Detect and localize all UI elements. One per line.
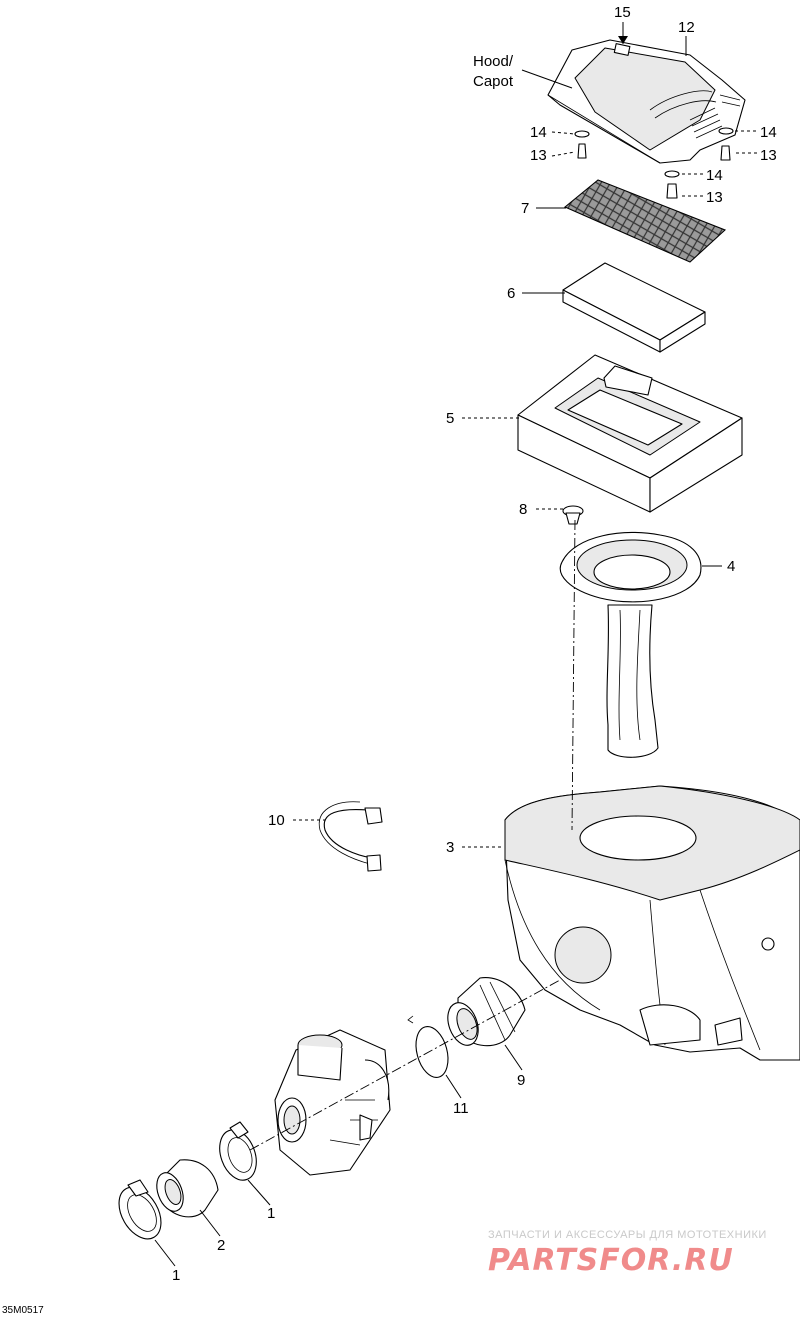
arrow-15 xyxy=(618,36,628,44)
callout-13-left: 13 xyxy=(530,147,547,164)
screw-13-right xyxy=(718,127,734,161)
clamp-ring-part-11 xyxy=(407,1015,449,1078)
callout-hood: Hood/ xyxy=(473,53,514,70)
carb-axis xyxy=(249,979,561,1151)
callout-14-left: 14 xyxy=(530,124,547,141)
callout-1-upper: 1 xyxy=(267,1205,275,1222)
callout-4: 4 xyxy=(727,558,735,575)
leader-lines xyxy=(154,22,757,1267)
watermark-tagline: ЗАПЧАСТИ И АКСЕССУАРЫ ДЛЯ МОТОТЕХНИКИ xyxy=(488,1229,767,1241)
callout-capot: Capot xyxy=(473,73,514,90)
assembly-axis xyxy=(571,519,576,831)
rubber-adapter-part-9 xyxy=(447,977,526,1047)
callout-6: 6 xyxy=(507,285,515,302)
callout-7: 7 xyxy=(521,200,529,217)
filter-screen-part-7 xyxy=(563,179,727,263)
callout-14-right: 14 xyxy=(760,124,777,141)
callout-2: 2 xyxy=(217,1237,225,1254)
callout-9: 9 xyxy=(517,1072,525,1089)
callout-13-right: 13 xyxy=(760,147,777,164)
silencer-part-5 xyxy=(517,354,743,513)
callout-3: 3 xyxy=(446,839,454,856)
clamp-part-1-upper xyxy=(219,1121,257,1181)
clamp-part-1-lower xyxy=(118,1179,162,1240)
screw-13-left xyxy=(574,130,590,159)
callout-10: 10 xyxy=(268,812,285,829)
callout-14-center: 14 xyxy=(706,167,723,184)
carburetor xyxy=(274,1029,391,1176)
watermark-logo: PARTSFOR.RU xyxy=(488,1243,734,1278)
callout-13-center: 13 xyxy=(706,189,723,206)
callout-5: 5 xyxy=(446,410,454,427)
callout-11: 11 xyxy=(453,1100,469,1117)
diagram-code: 35M0517 xyxy=(2,1305,44,1316)
air-box-part-3 xyxy=(504,785,800,1061)
callout-15: 15 xyxy=(614,4,631,21)
callout-1-lower: 1 xyxy=(172,1267,180,1284)
callout-12: 12 xyxy=(678,19,695,36)
callout-8: 8 xyxy=(519,501,527,518)
hood-part-12 xyxy=(547,39,746,164)
filter-pad-part-6 xyxy=(562,262,706,353)
inlet-tube-part-4 xyxy=(559,531,702,758)
screw-13-center xyxy=(664,170,680,199)
strap-part-10 xyxy=(318,801,383,872)
clip-part-8 xyxy=(562,505,584,525)
rubber-sleeve-part-2 xyxy=(156,1159,219,1218)
